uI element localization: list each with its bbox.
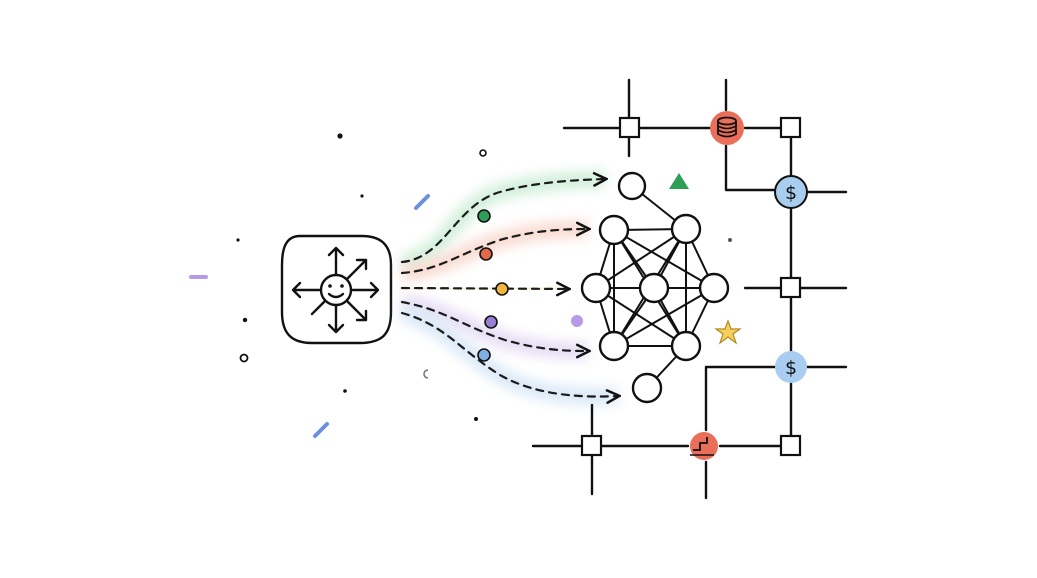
speck	[236, 238, 240, 242]
grid-junction	[779, 116, 802, 139]
source-hub	[280, 234, 393, 345]
svg-text:$: $	[785, 357, 797, 379]
blue-dash-mark	[414, 194, 430, 210]
flow-dot	[477, 348, 491, 362]
speck	[728, 238, 732, 242]
purple-dot	[571, 315, 583, 327]
expand-arrows-smiley-icon	[291, 246, 380, 334]
flow-arrow	[400, 311, 618, 397]
grid-junction	[779, 434, 802, 457]
coins-icon	[710, 111, 744, 145]
flow-arrow	[400, 179, 605, 264]
small-ring	[239, 353, 249, 363]
flow-dot	[495, 282, 509, 296]
decorative-marks	[189, 133, 742, 438]
speck	[343, 389, 347, 393]
neural-network	[580, 171, 730, 404]
triangle-icon	[669, 173, 689, 189]
speck	[360, 194, 364, 198]
network-node	[631, 372, 663, 404]
hub-frame	[280, 234, 393, 345]
speck	[474, 417, 478, 421]
dollar-icon: $	[774, 175, 808, 209]
speck	[337, 133, 343, 139]
flow-dot	[479, 247, 493, 261]
network-node	[670, 330, 702, 362]
grid-lines	[531, 78, 848, 500]
network-node	[598, 214, 630, 246]
grid-junction	[618, 116, 641, 139]
network-node	[670, 213, 702, 245]
circuit-grid: $ $	[531, 78, 848, 500]
flow-arrow	[400, 288, 568, 289]
flow-arrow	[400, 229, 588, 275]
grid-junction	[779, 276, 802, 299]
data-flows	[399, 171, 618, 405]
network-node	[598, 330, 630, 362]
network-node	[698, 272, 730, 304]
flow-dot	[484, 315, 498, 329]
small-arc	[423, 369, 429, 379]
speck	[242, 317, 248, 323]
small-ring	[479, 149, 487, 157]
star-icon	[714, 319, 742, 345]
network-node	[580, 272, 612, 304]
flow-dot	[477, 209, 491, 223]
blue-dash-mark	[313, 422, 329, 438]
dollar-icon: $	[775, 351, 807, 383]
network-node	[638, 272, 670, 304]
grid-junction	[580, 434, 603, 457]
moon-icon	[259, 180, 268, 198]
flow-arrow	[400, 300, 588, 351]
svg-text:$: $	[785, 182, 797, 204]
network-node	[617, 171, 647, 201]
trend-icon	[690, 432, 718, 460]
